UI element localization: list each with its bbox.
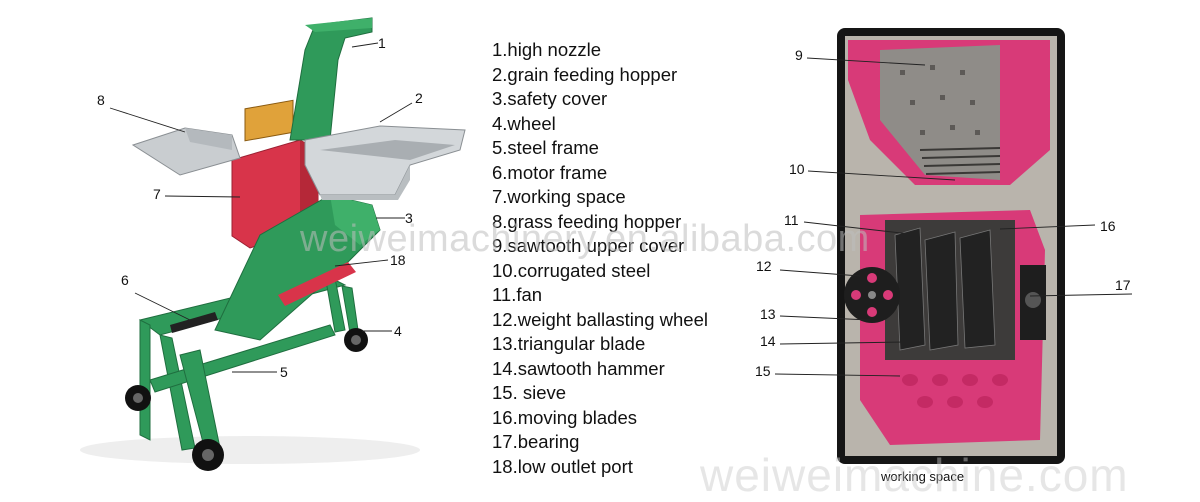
callout-15: 15: [755, 363, 771, 379]
parts-list-item: 6.motor frame: [492, 161, 608, 183]
callout-5: 5: [280, 364, 288, 380]
callout-14: 14: [760, 333, 776, 349]
callout-6: 6: [121, 272, 129, 288]
callout-18: 18: [390, 252, 406, 268]
parts-list-item: 14.sawtooth hammer: [492, 357, 665, 379]
callout-16: 16: [1100, 218, 1116, 234]
callout-8: 8: [97, 92, 105, 108]
callout-10: 10: [789, 161, 805, 177]
callout-2: 2: [415, 90, 423, 106]
parts-list-item: 3.safety cover: [492, 88, 608, 109]
parts-list-item: 7.working space: [492, 186, 626, 207]
parts-list-item: 16.moving blades: [492, 406, 638, 428]
parts-list-item: 5.steel frame: [492, 137, 599, 158]
callout-1: 1: [378, 35, 386, 51]
parts-list-item: 9.sawtooth upper cover: [492, 235, 685, 256]
parts-list-item: 17.bearing: [492, 431, 580, 452]
parts-list-item: 4.wheel: [492, 112, 556, 134]
parts-list-item: 12.weight ballasting wheel: [492, 308, 708, 330]
callout-9: 9: [795, 47, 803, 63]
parts-list: 1.high nozzle 2.grain feeding hopper 3.s…: [492, 38, 708, 479]
parts-list-item: 13.triangular blade: [492, 333, 646, 354]
callout-13: 13: [760, 306, 776, 322]
parts-list-item: 2.grain feeding hopper: [492, 63, 678, 85]
machine-illustration: [80, 17, 466, 471]
callout-4: 4: [394, 323, 402, 339]
callout-17: 17: [1115, 277, 1131, 293]
parts-list-item: 10.corrugated steel: [492, 259, 651, 281]
parts-list-item: 1.high nozzle: [492, 39, 602, 60]
parts-list-item: 18.low outlet port: [492, 455, 633, 477]
callout-7: 7: [153, 186, 161, 202]
parts-list-item: 11.fan: [492, 284, 543, 305]
callout-11: 11: [784, 212, 799, 228]
machine-leader-lines: [109, 42, 413, 373]
working-space-caption: working space: [881, 469, 965, 484]
callout-12: 12: [756, 258, 772, 274]
parts-list-item: 15. sieve: [492, 382, 567, 403]
parts-list-item: 8.grass feeding hopper: [492, 210, 682, 232]
callout-3: 3: [405, 210, 413, 226]
